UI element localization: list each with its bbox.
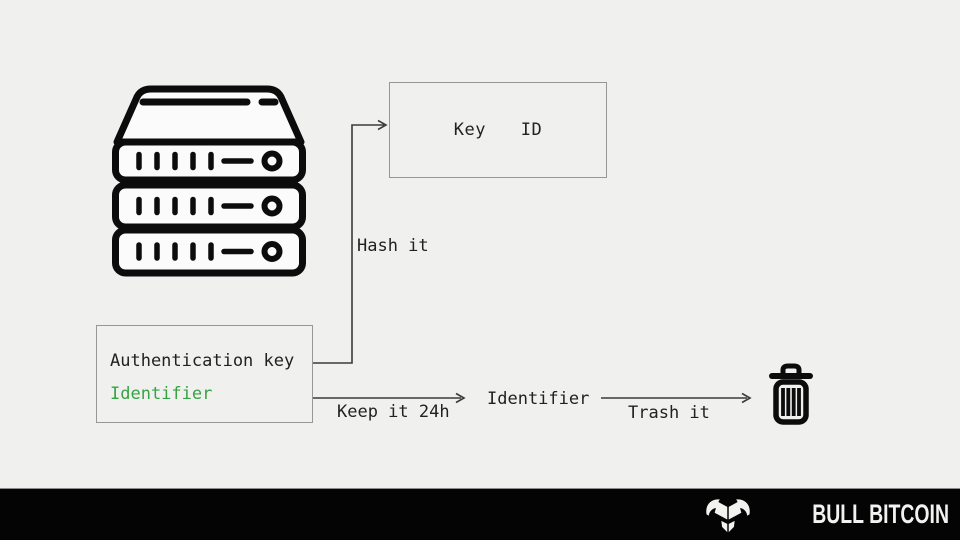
keep-it-label: Keep it 24h — [337, 402, 450, 422]
bull-logo-icon — [706, 498, 750, 532]
hash-it-label: Hash it — [357, 236, 429, 256]
brand-wordmark: BULL BITCOIN — [812, 499, 949, 529]
key-id-label: Key ID — [453, 120, 543, 140]
key-id-box: Key ID — [389, 82, 607, 178]
authentication-key-box: Authentication key Identifier — [96, 325, 313, 423]
trash-it-arrowhead — [741, 392, 752, 404]
identifier-label: Identifier — [487, 389, 590, 409]
trash-it-label: Trash it — [628, 403, 710, 423]
hash-it-arrowhead — [377, 119, 388, 131]
trash-can-icon — [769, 363, 813, 425]
server-stack-icon — [112, 85, 306, 277]
auth-box-identifier: Identifier — [110, 384, 213, 404]
auth-box-title: Authentication key — [110, 351, 295, 371]
footer-bar: BULL BITCOIN — [0, 488, 960, 540]
keep-it-arrowhead — [455, 392, 466, 404]
